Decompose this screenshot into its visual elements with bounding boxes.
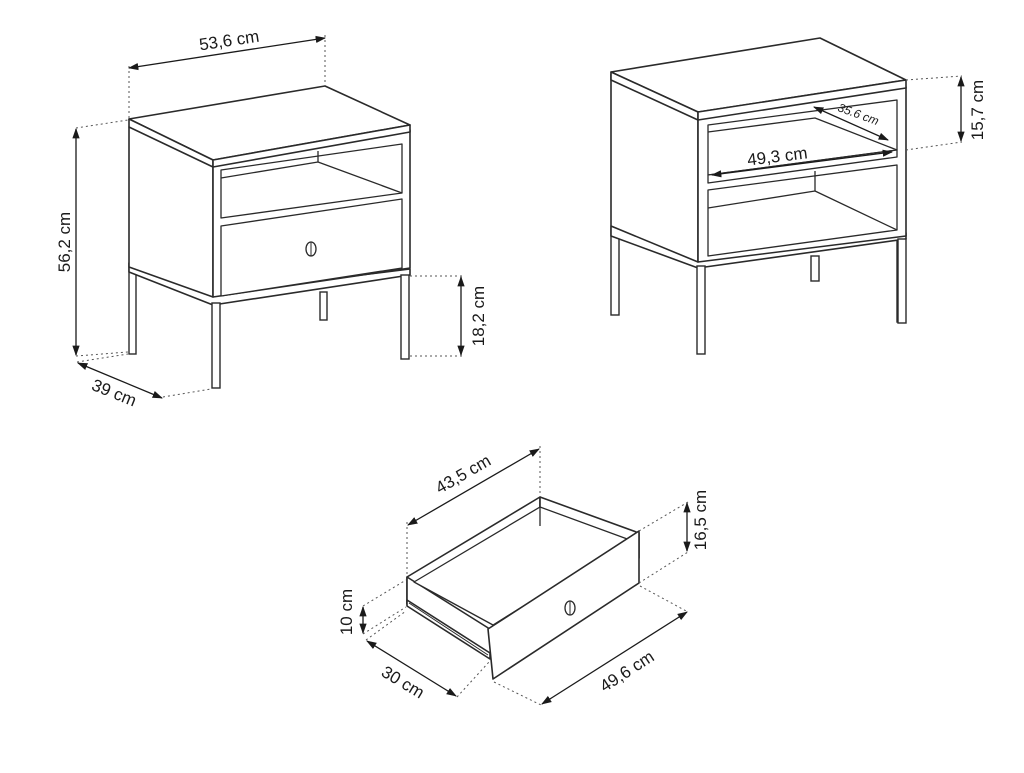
back-left-leg — [128, 267, 137, 355]
width-dimension-line — [127, 35, 327, 71]
drawer-inner-width-label: 43,5 cm — [432, 451, 494, 498]
back-far-leg — [810, 255, 820, 282]
shelf-width-dimension-line — [710, 149, 894, 178]
front-left-leg — [696, 265, 706, 355]
drawer-view: 43,5 cm 16,5 cm 10 cm 30 cm 49,6 cm — [337, 446, 710, 706]
drawer-front-height-label: 16,5 cm — [691, 490, 710, 550]
nightstand-back-view: 15,7 cm 49,3 cm 35.6 cm — [610, 37, 987, 355]
drawer-front-width-label: 49,6 cm — [596, 647, 657, 696]
drawer-front-width-dimension-line — [541, 611, 688, 705]
shelf-depth-dimension-line — [813, 106, 889, 141]
height-label: 56,2 cm — [55, 212, 74, 272]
nightstand-front-view: 53,6 cm 56,2 cm 39 cm 18,2 cm — [55, 27, 488, 411]
drawer-depth-dimension-line — [366, 640, 457, 697]
shelf-height-label: 15,7 cm — [968, 80, 987, 140]
front-left-leg — [211, 302, 221, 389]
drawer-depth-label: 30 cm — [378, 662, 427, 702]
back-right-leg — [319, 291, 328, 321]
width-label: 53,6 cm — [198, 27, 261, 55]
back-left-leg — [610, 227, 620, 316]
front-right-leg — [400, 274, 410, 360]
depth-label: 39 cm — [89, 375, 139, 410]
drawer-inner-width-dimension-line — [407, 448, 540, 526]
front-right-leg — [897, 238, 907, 324]
leg-height-label: 18,2 cm — [469, 286, 488, 346]
cabinet-top-edge-front — [212, 124, 411, 168]
depth-dimension-line — [77, 362, 163, 399]
drawer-side-height-label: 10 cm — [337, 589, 356, 635]
cabinet-top-edge-front — [697, 79, 907, 121]
